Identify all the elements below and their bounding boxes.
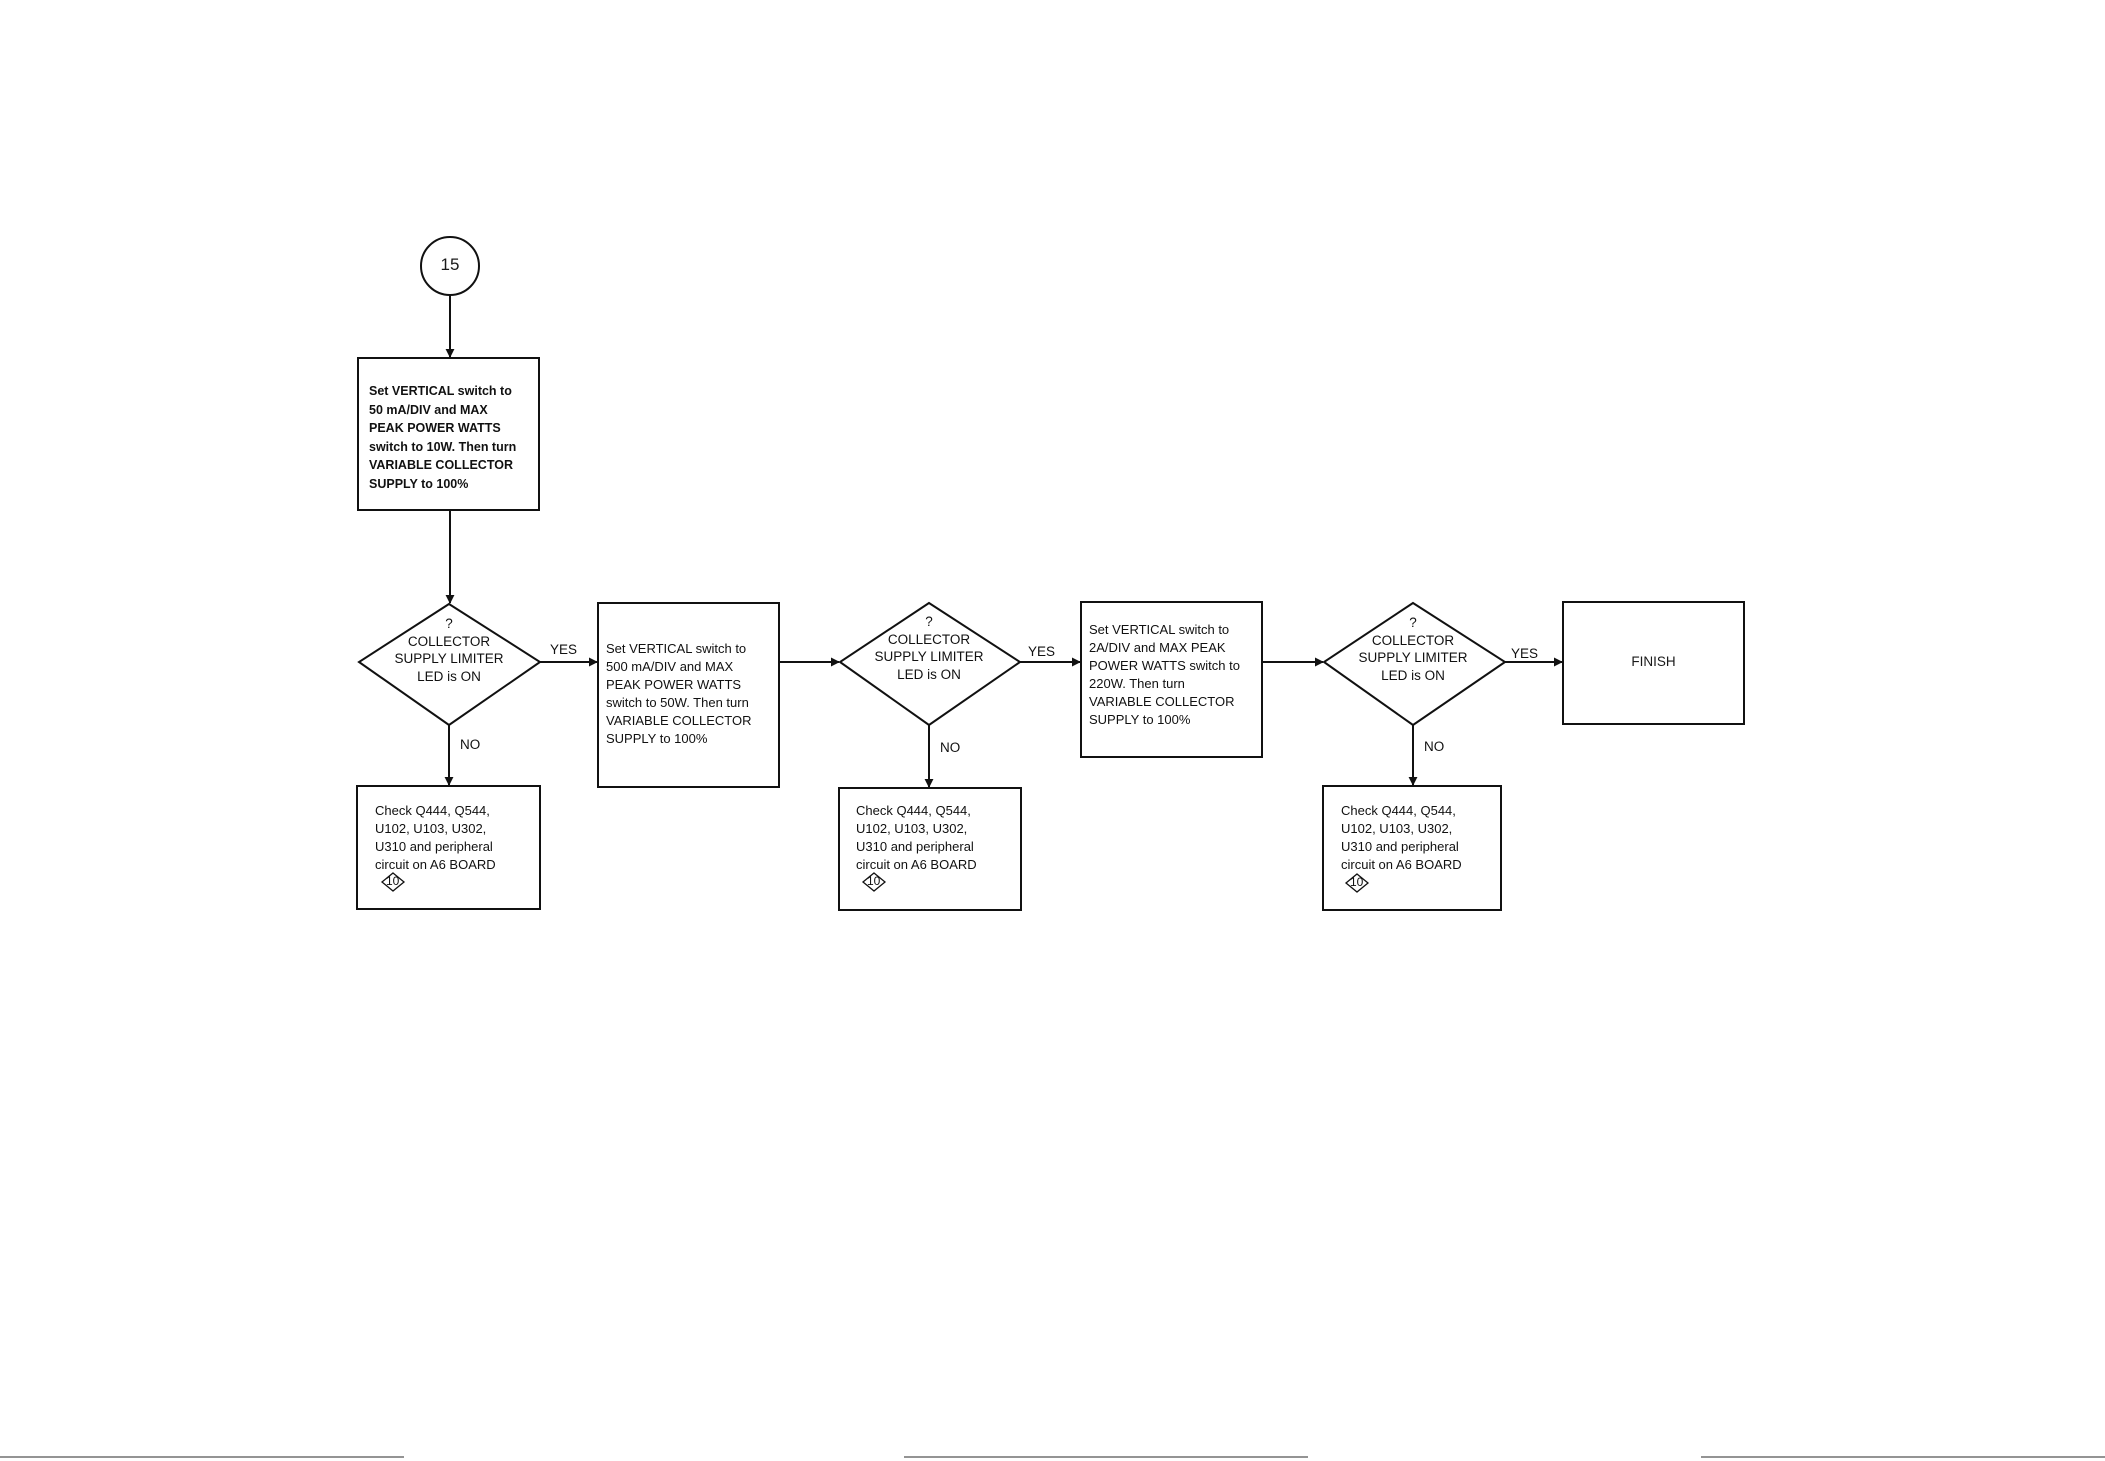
start-connector-label: 15 — [440, 255, 460, 274]
check2-text: Check Q444, Q544, U102, U103, U302, U310… — [856, 803, 977, 872]
check-box-2 — [838, 787, 1022, 911]
check3-text: Check Q444, Q544, U102, U103, U302, U310… — [1341, 803, 1462, 872]
step1-text: Set VERTICAL switch to 50 mA/DIV and MAX… — [369, 384, 517, 491]
yes-label-2: YES — [1028, 644, 1056, 659]
no-label-1: NO — [460, 737, 481, 752]
ref-diamond-icon — [380, 872, 406, 892]
finish-label: FINISH — [1631, 654, 1676, 669]
ref-diamond-icon — [1344, 873, 1370, 893]
check2-ref-number: 10 — [867, 874, 881, 888]
decision3-text: ? COLLECTOR SUPPLY LIMITER LED is ON — [1358, 615, 1468, 683]
check3-ref-number: 10 — [1350, 875, 1364, 889]
no-label-2: NO — [940, 740, 961, 755]
no-label-3: NO — [1424, 739, 1445, 754]
check-box-3 — [1322, 785, 1502, 911]
yes-label-1: YES — [550, 642, 578, 657]
decision1-text: ? COLLECTOR SUPPLY LIMITER LED is ON — [394, 616, 504, 684]
step3-box — [1080, 601, 1263, 758]
check-box-1 — [356, 785, 541, 910]
check1-text: Check Q444, Q544, U102, U103, U302, U310… — [375, 803, 496, 872]
step2-text: Set VERTICAL switch to 500 mA/DIV and MA… — [606, 641, 752, 746]
step1-box — [357, 357, 540, 511]
finish-box — [1562, 601, 1745, 725]
yes-label-3: YES — [1511, 646, 1539, 661]
step3-text: Set VERTICAL switch to 2A/DIV and MAX PE… — [1089, 622, 1240, 727]
check1-ref-number: 10 — [386, 874, 400, 888]
step2-box — [597, 602, 780, 788]
ref-diamond-icon — [861, 872, 887, 892]
decision2-text: ? COLLECTOR SUPPLY LIMITER LED is ON — [874, 614, 984, 682]
